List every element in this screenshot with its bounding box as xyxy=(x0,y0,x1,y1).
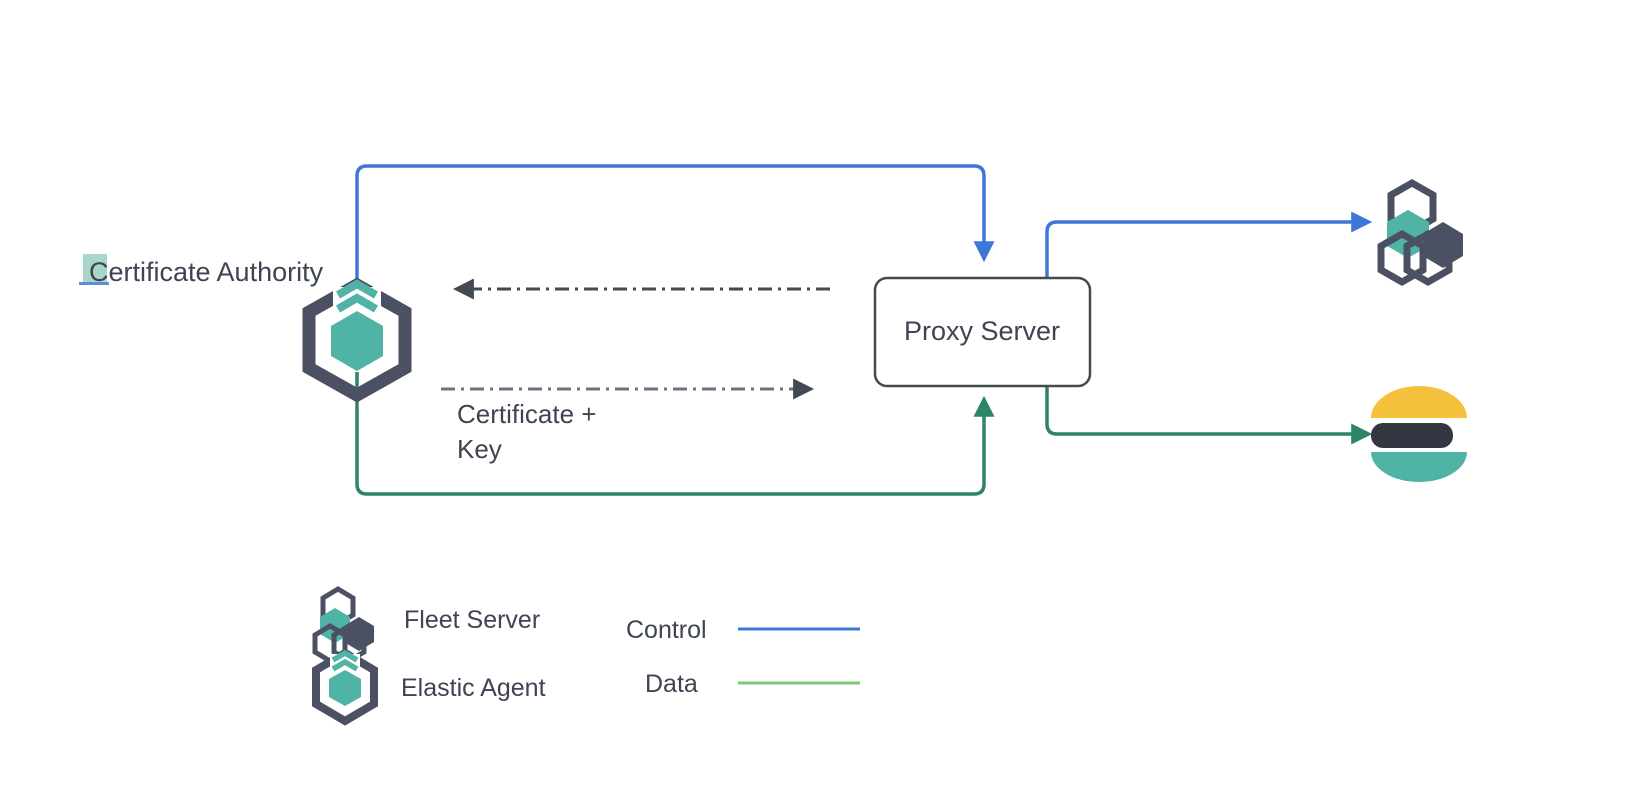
elastic-agent-icon xyxy=(302,277,412,403)
elastic-agent-icon xyxy=(312,648,378,726)
proxy-server-label: Proxy Server xyxy=(904,316,1060,346)
edge-control-agent-to-proxy xyxy=(355,164,995,288)
edge-data-agent-to-proxy xyxy=(355,372,995,496)
legend-item-fleet-server[interactable]: Fleet Server xyxy=(312,586,540,664)
legend: Fleet Server Elastic Agent Control xyxy=(312,586,860,726)
node-fleet-server[interactable] xyxy=(1377,178,1463,287)
elasticsearch-icon xyxy=(1371,386,1467,482)
legend-item-elastic-agent[interactable]: Elastic Agent xyxy=(312,648,546,726)
legend-label-elastic-agent: Elastic Agent xyxy=(401,674,546,702)
legend-label-data: Data xyxy=(645,670,698,698)
certificate-key-line1: Certificate + xyxy=(457,399,596,429)
fleet-server-icon xyxy=(1377,178,1463,287)
node-elasticsearch[interactable] xyxy=(1371,386,1467,482)
legend-label-fleet-server: Fleet Server xyxy=(404,606,540,634)
legend-line-control[interactable]: Control xyxy=(626,616,860,644)
certificate-authority-label: Certificate Authority xyxy=(89,257,324,287)
edge-control-proxy-to-fleet xyxy=(1045,211,1373,282)
label-highlight xyxy=(83,254,107,284)
node-proxy-server[interactable]: Proxy Server xyxy=(873,276,1092,388)
certificate-key-line2: Key xyxy=(457,434,502,464)
proxy-server-box[interactable] xyxy=(873,276,1092,388)
edge-data-proxy-to-elasticsearch xyxy=(1045,378,1373,445)
legend-label-control: Control xyxy=(626,616,707,644)
edge-label-certificate-key: Certificate + Key xyxy=(457,399,596,464)
node-certificate-authority[interactable]: Certificate Authority xyxy=(79,254,412,403)
label-underline xyxy=(79,282,109,285)
legend-line-data[interactable]: Data xyxy=(645,670,860,698)
